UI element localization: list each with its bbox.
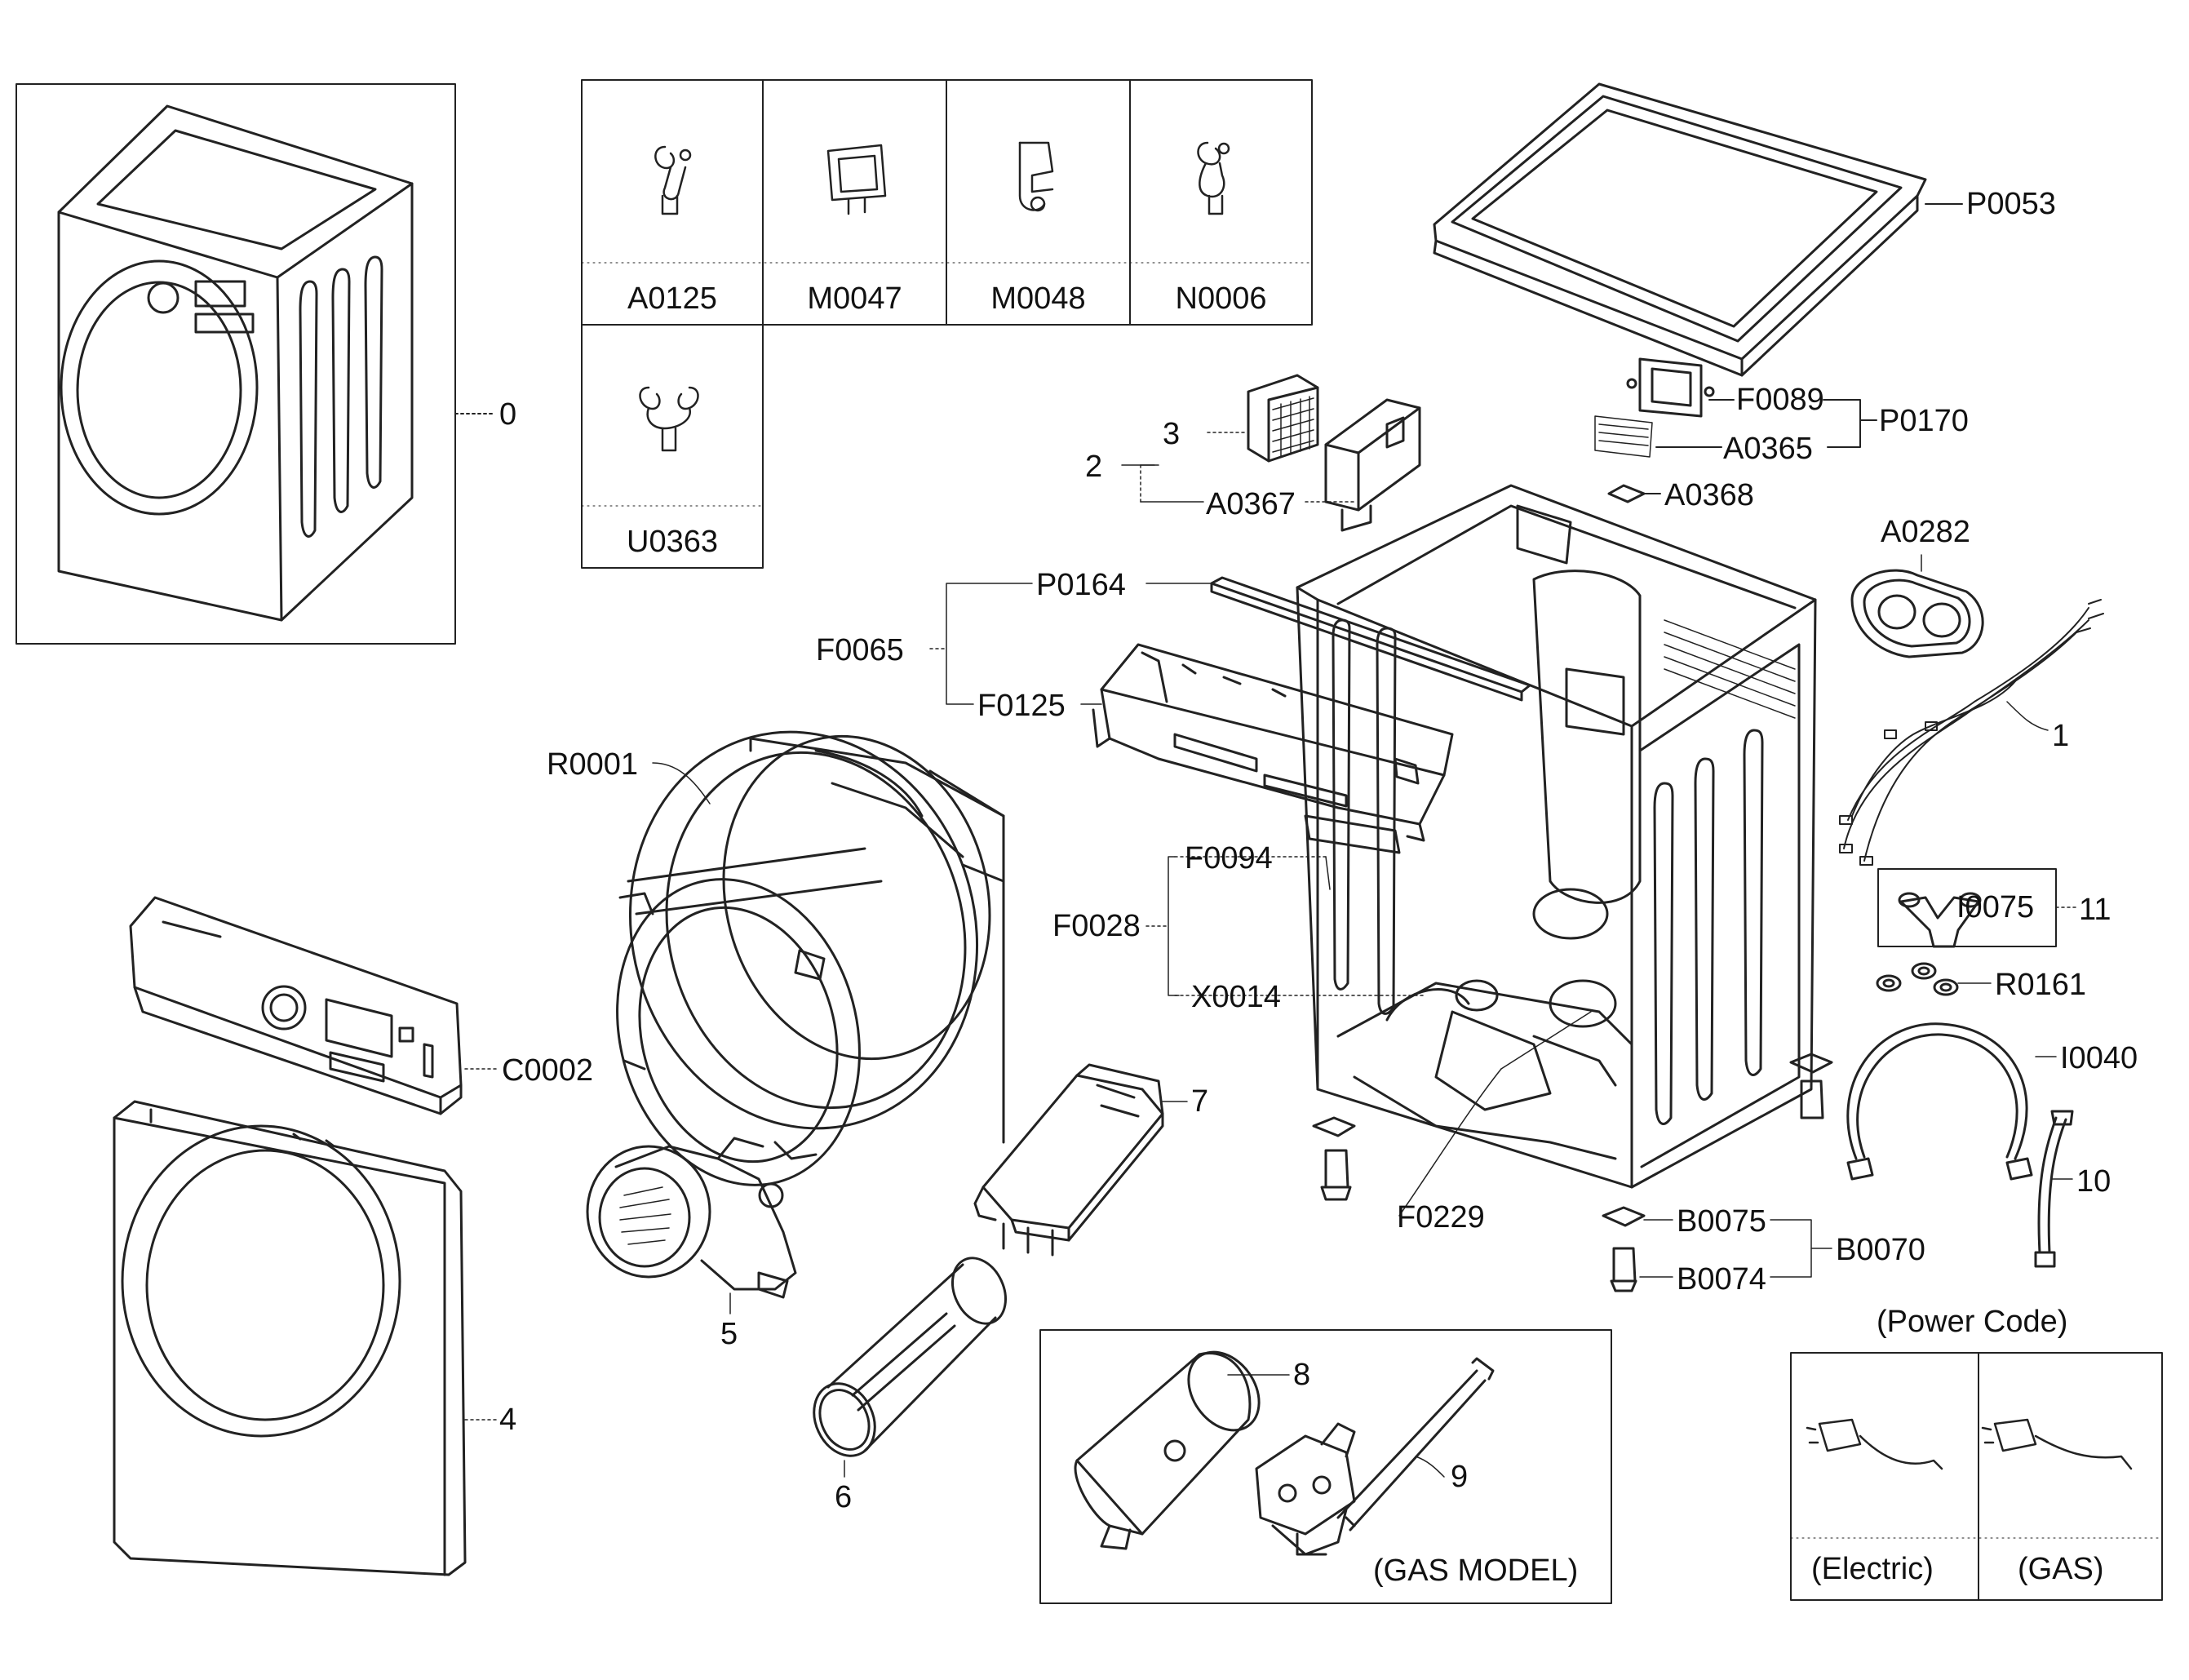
callout-drain-hose: 10 bbox=[2076, 1164, 2111, 1199]
clip-cell: A0125 bbox=[582, 263, 763, 325]
callout-filter: 3 bbox=[1163, 417, 1181, 451]
callout-rail: P0164 bbox=[1036, 568, 1126, 602]
duct-icon bbox=[973, 1063, 1164, 1257]
seal-icon bbox=[1607, 484, 1646, 503]
clip-code: M0048 bbox=[990, 281, 1086, 316]
callout-washer: R0161 bbox=[1995, 968, 2086, 1002]
bracket-clip-icon bbox=[826, 144, 887, 215]
electric-plug-icon bbox=[1806, 1418, 1943, 1470]
callout-sensor: F0089 bbox=[1736, 383, 1824, 417]
filter-icon bbox=[1247, 374, 1319, 463]
gas-model-frame bbox=[1039, 1329, 1612, 1604]
hook-clip-icon bbox=[1018, 141, 1054, 212]
front-panel-icon bbox=[113, 1100, 467, 1576]
callout-rear-cover: A0282 bbox=[1881, 515, 1970, 549]
callout-front-panel: 4 bbox=[499, 1403, 517, 1437]
clip-cell: M0048 bbox=[946, 263, 1130, 325]
top-cover-icon bbox=[1433, 82, 1927, 377]
callout-leg-foot: B0074 bbox=[1677, 1262, 1766, 1297]
power-option-electric: (Electric) bbox=[1811, 1552, 1934, 1586]
callout-y-group: 11 bbox=[2079, 893, 2111, 927]
burner-icon bbox=[1074, 1350, 1261, 1550]
callout-sensor-group: P0170 bbox=[1879, 404, 1969, 438]
callout-y-connector: I0075 bbox=[1956, 890, 2035, 924]
power-cord-title: (Power Code) bbox=[1877, 1305, 2068, 1339]
gas-plug-icon bbox=[1981, 1418, 2133, 1470]
callout-drum: R0001 bbox=[547, 747, 638, 782]
callout-vent-pipe: 6 bbox=[835, 1480, 853, 1514]
callout-rail-group: F0065 bbox=[816, 633, 904, 667]
clip-cell: N0006 bbox=[1130, 263, 1312, 325]
loop-clip-icon bbox=[1197, 141, 1230, 215]
callout-assembly: 0 bbox=[499, 397, 517, 432]
wire-clip-icon bbox=[654, 145, 692, 215]
clip-code: U0363 bbox=[627, 525, 718, 559]
double-loop-clip-icon bbox=[639, 386, 699, 452]
wire-harness-icon bbox=[1839, 599, 2104, 866]
dryer-icon bbox=[57, 104, 414, 622]
clip-cell: M0047 bbox=[763, 263, 946, 325]
callout-leg-cup: B0075 bbox=[1677, 1204, 1766, 1239]
callout-frame-upper: F0094 bbox=[1185, 841, 1273, 875]
callout-filter-housing: A0367 bbox=[1206, 487, 1296, 521]
clip-code: A0125 bbox=[627, 281, 717, 316]
blower-icon bbox=[586, 1137, 797, 1299]
filter-housing-icon bbox=[1324, 398, 1421, 532]
callout-hose: I0040 bbox=[2060, 1041, 2138, 1075]
rear-cover-icon bbox=[1850, 569, 1984, 658]
gas-valve-icon bbox=[1255, 1357, 1495, 1556]
y-connector-icon bbox=[1898, 892, 1982, 948]
sensor-pad-icon bbox=[1594, 415, 1653, 458]
callout-sensor-pad: A0365 bbox=[1723, 432, 1813, 466]
callout-control-panel: C0002 bbox=[502, 1053, 593, 1088]
drum-icon bbox=[616, 730, 1005, 1186]
callout-burner: 8 bbox=[1293, 1358, 1311, 1392]
clip-cell: U0363 bbox=[582, 506, 763, 568]
sensor-icon bbox=[1626, 357, 1715, 418]
callout-gas-pipe: 9 bbox=[1451, 1460, 1469, 1494]
rail-icon bbox=[1210, 576, 1531, 702]
callout-harness: 1 bbox=[2052, 719, 2070, 753]
callout-filter-group: 2 bbox=[1085, 450, 1103, 484]
cabinet-icon bbox=[1296, 484, 1817, 1189]
bracket-icon bbox=[1092, 643, 1454, 854]
clip-code: N0006 bbox=[1175, 281, 1267, 316]
assembly-frame bbox=[16, 83, 456, 645]
pipe-icon bbox=[813, 1257, 1007, 1457]
hose-icon bbox=[1846, 1022, 2033, 1181]
callout-leg-group-a: F0229 bbox=[1397, 1200, 1485, 1235]
power-cord-frame bbox=[1790, 1352, 2163, 1601]
power-option-gas: (GAS) bbox=[2018, 1552, 2104, 1586]
leg-cup-icon bbox=[1312, 1053, 1833, 1227]
washer-icon bbox=[1876, 962, 1959, 996]
callout-blower: 5 bbox=[720, 1317, 738, 1351]
callout-leg-group: B0070 bbox=[1836, 1233, 1925, 1267]
control-panel-icon bbox=[129, 896, 463, 1115]
callout-duct: 7 bbox=[1191, 1084, 1209, 1119]
callout-frame-lower: X0014 bbox=[1191, 980, 1281, 1014]
callout-seal: A0368 bbox=[1664, 478, 1754, 512]
drain-hose-icon bbox=[2034, 1110, 2074, 1268]
clip-code: M0047 bbox=[807, 281, 902, 316]
callout-bracket: F0125 bbox=[977, 689, 1066, 723]
callout-frame-group: F0028 bbox=[1052, 909, 1141, 943]
leg-foot-icon bbox=[1320, 1079, 1824, 1292]
callout-top-panel: P0053 bbox=[1966, 187, 2056, 221]
gas-model-caption: (GAS MODEL) bbox=[1373, 1554, 1579, 1588]
